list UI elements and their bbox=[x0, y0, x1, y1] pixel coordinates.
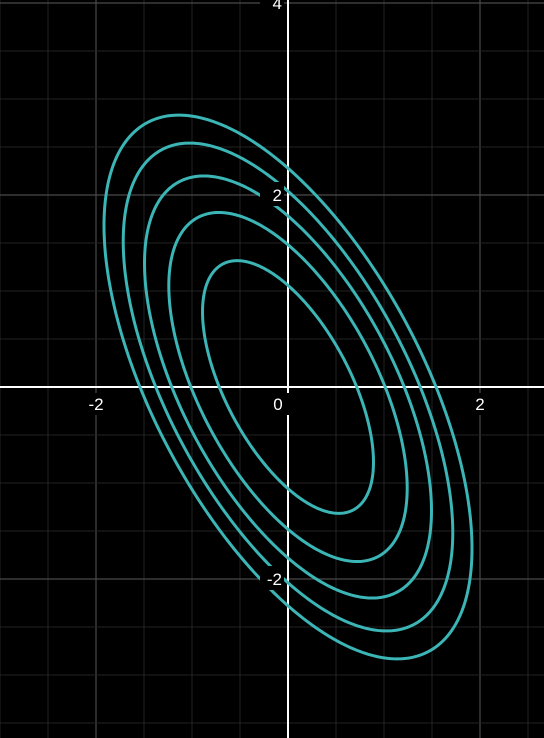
x-tick-label-bg bbox=[82, 393, 110, 415]
x-tick-label-bg bbox=[274, 393, 302, 415]
y-tick-label-bg bbox=[260, 182, 284, 206]
contour-curve-3 bbox=[143, 174, 433, 600]
contour-curves bbox=[102, 113, 474, 661]
contour-curve-1 bbox=[201, 259, 375, 515]
y-tick-label: 4 bbox=[273, 0, 282, 13]
x-tick-label-bg bbox=[466, 393, 494, 415]
y-tick-label-bg bbox=[260, 0, 284, 14]
x-tick-label: 2 bbox=[475, 395, 484, 414]
y-tick-label: 2 bbox=[273, 186, 282, 205]
contour-curve-2 bbox=[167, 210, 409, 564]
x-tick-label: 0 bbox=[273, 395, 282, 414]
tick-labels: -2 0 2 4 2 -2 bbox=[82, 0, 494, 590]
contour-curve-5 bbox=[102, 113, 474, 661]
y-tick-label-bg bbox=[260, 566, 284, 590]
y-tick-label: -2 bbox=[267, 570, 282, 589]
x-tick-label: -2 bbox=[88, 395, 103, 414]
contour-curve-4 bbox=[121, 141, 455, 633]
